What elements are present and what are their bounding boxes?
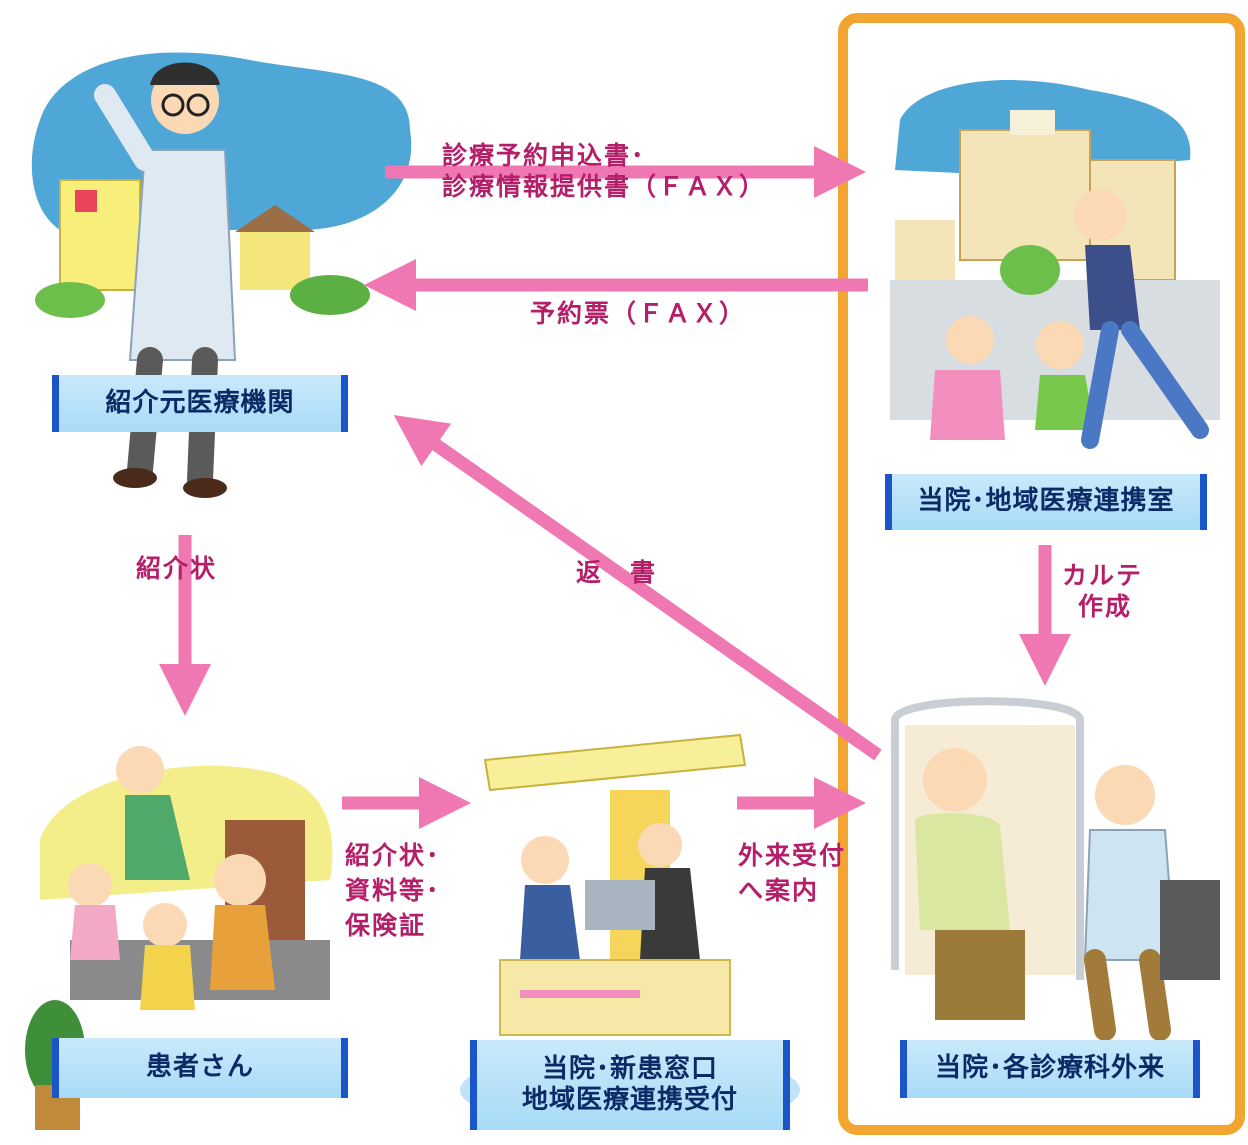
hospital-frame: [838, 13, 1245, 1135]
reply-arrow: [393, 415, 882, 761]
referring-institution-text: 紹介元医療機関: [105, 387, 295, 418]
request-line1: 診療予約申込書･: [442, 141, 646, 170]
documents-line2: 資料等･: [345, 876, 441, 905]
hospital-building-illustration: [890, 80, 1220, 449]
liaison-office-label: 当院･地域医療連携室: [885, 474, 1207, 530]
documents-line3: 保険証: [345, 911, 427, 940]
request-line2: 診療情報提供書（ＦＡＸ）: [442, 172, 767, 202]
flow-arrows: [159, 146, 1071, 829]
new-patient-window-label: 当院･新患窓口 地域医療連携受付: [470, 1040, 790, 1130]
new-patient-window-line2: 地域医療連携受付: [521, 1085, 738, 1115]
reply-flow-text: 返 書: [576, 558, 658, 587]
request-flow-text: 診療予約申込書･ 診療情報提供書（ＦＡＸ）: [442, 140, 766, 203]
guide-flow-text: 外来受付 へ案内: [738, 838, 846, 908]
outpatient-illustration: [891, 697, 1220, 1041]
chart-flow-text: カルテ 作成: [1062, 560, 1143, 623]
patient-text: 患者さん: [145, 1052, 254, 1083]
patients-illustration: [25, 746, 333, 1130]
documents-line1: 紹介状･: [345, 841, 441, 870]
guide-line2: へ案内: [738, 876, 820, 905]
ticket-flow-text: 予約票（ＦＡＸ）: [530, 299, 747, 328]
outpatient-text: 当院･各診療科外来: [934, 1053, 1165, 1084]
referring-institution-label: 紹介元医療機関: [52, 375, 348, 432]
liaison-office-text: 当院･地域医療連携室: [917, 486, 1175, 517]
guide-line1: 外来受付: [738, 841, 847, 870]
documents-flow-text: 紹介状･ 資料等･ 保険証: [345, 838, 441, 943]
patient-label: 患者さん: [52, 1038, 348, 1098]
chart-line2: 作成: [1078, 592, 1133, 622]
referral-flow-text: 紹介状: [136, 554, 218, 583]
outpatient-label: 当院･各診療科外来: [900, 1040, 1200, 1098]
chart-line1: カルテ: [1062, 561, 1144, 590]
new-patient-window-line1: 当院･新患窓口: [541, 1053, 718, 1084]
